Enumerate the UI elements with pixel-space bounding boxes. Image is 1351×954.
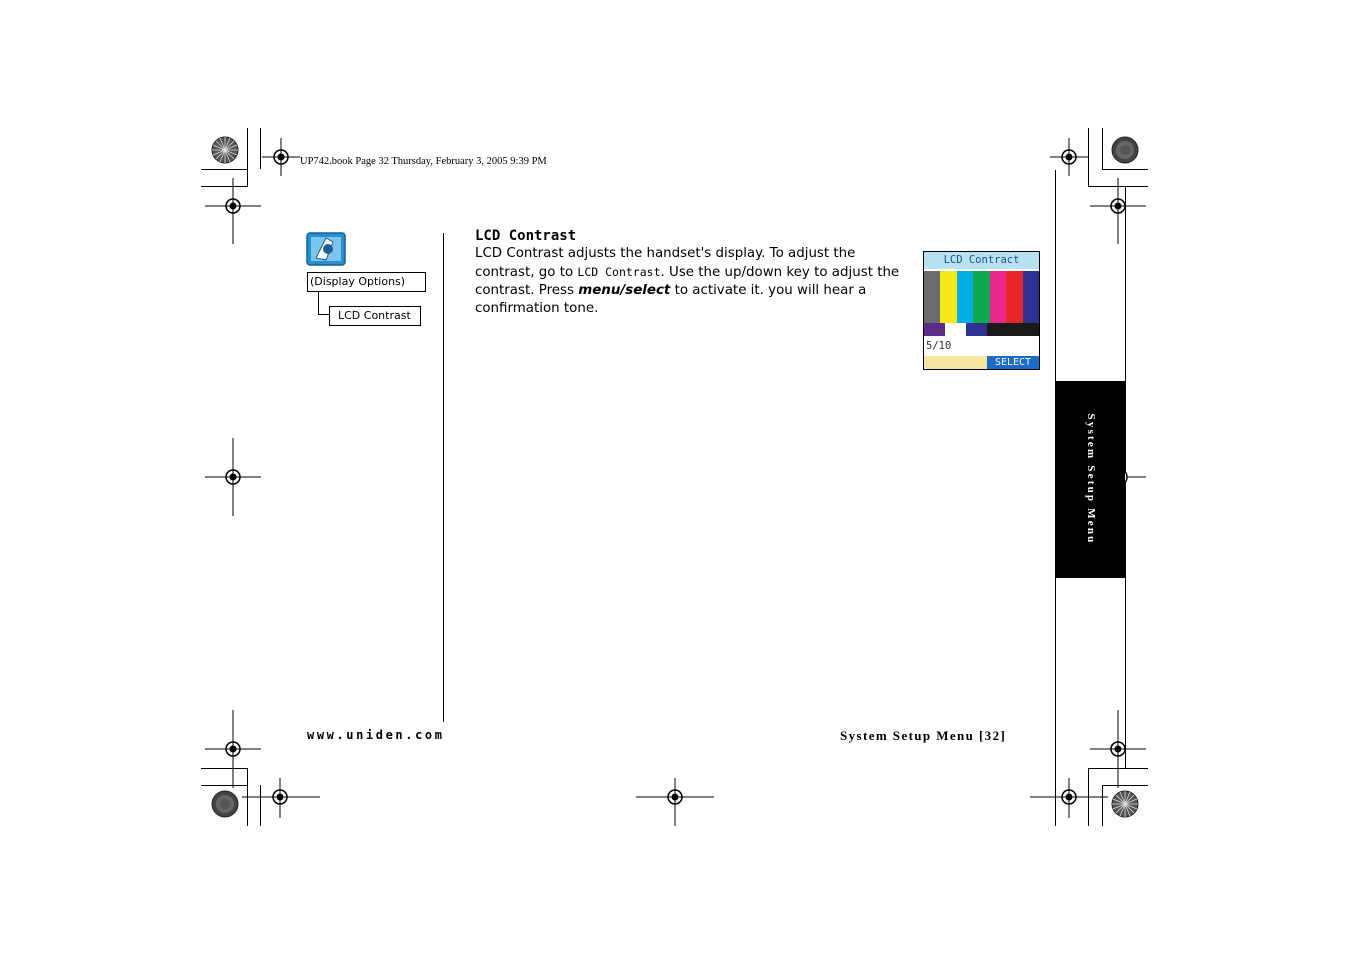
starburst-mark-icon bbox=[1111, 790, 1139, 818]
lcd-screen-title: LCD Contract bbox=[924, 252, 1039, 269]
lcd-select-softkey: SELECT bbox=[987, 356, 1039, 369]
section-title: LCD Contrast bbox=[475, 228, 577, 244]
lcd-color-bars bbox=[924, 271, 1039, 323]
starburst-mark-icon bbox=[1111, 136, 1139, 164]
lcd-color-bar bbox=[924, 271, 941, 323]
display-options-icon bbox=[306, 232, 346, 266]
lcd-color-bar bbox=[973, 271, 990, 323]
registration-target-icon bbox=[1030, 778, 1108, 818]
registration-target-icon bbox=[242, 778, 320, 818]
key-name: menu/select bbox=[578, 283, 671, 298]
lcd-softkey-blank bbox=[924, 356, 987, 369]
footer-website: www.uniden.com bbox=[307, 728, 445, 742]
menu-item-name: LCD Contrast bbox=[577, 265, 661, 279]
body-text-part: to activate it. you will hear a confirma… bbox=[475, 283, 867, 316]
registration-target-icon bbox=[636, 778, 714, 826]
lcd-color-bar bbox=[940, 271, 957, 323]
lcd-lower-bar bbox=[945, 323, 966, 336]
registration-target-icon bbox=[262, 138, 300, 176]
registration-target-icon bbox=[1090, 178, 1146, 244]
lcd-lower-bar bbox=[987, 323, 1039, 336]
registration-target-icon bbox=[205, 438, 261, 516]
registration-target-icon bbox=[1050, 138, 1088, 176]
body-text-part: LCD Contrast adjusts the handset's displ… bbox=[475, 246, 856, 280]
lcd-lower-bar bbox=[966, 323, 987, 336]
side-tab-label: System Setup Menu bbox=[1085, 413, 1097, 545]
side-section-tab: System Setup Menu bbox=[1056, 381, 1125, 578]
print-info-header: UP742.book Page 32 Thursday, February 3,… bbox=[300, 156, 547, 167]
starburst-mark-icon bbox=[211, 136, 239, 164]
registration-target-icon bbox=[205, 178, 261, 244]
lcd-lower-bars bbox=[924, 323, 1039, 336]
body-text-part: . Use the up/down key to adjust the cont… bbox=[475, 265, 900, 298]
section-body: LCD Contrast adjusts the handset's displ… bbox=[475, 245, 913, 318]
menu-path-connector bbox=[318, 292, 319, 315]
lcd-color-bar bbox=[1022, 271, 1039, 323]
menu-path-child: LCD Contrast bbox=[329, 306, 421, 326]
registration-target-icon bbox=[1090, 710, 1146, 788]
lcd-color-bar bbox=[989, 271, 1007, 323]
lcd-color-bar bbox=[956, 271, 974, 323]
lcd-screen-illustration: LCD Contract 5/10 SELECT bbox=[923, 251, 1040, 370]
column-divider bbox=[443, 233, 444, 722]
registration-target-icon bbox=[205, 710, 261, 788]
lcd-lower-bar bbox=[924, 323, 945, 336]
menu-path-connector bbox=[318, 314, 329, 315]
footer-section-page: System Setup Menu [32] bbox=[840, 728, 1007, 743]
lcd-contrast-value: 5/10 bbox=[926, 340, 952, 352]
starburst-mark-icon bbox=[211, 790, 239, 818]
lcd-color-bar bbox=[1006, 271, 1023, 323]
menu-path-parent: (Display Options) bbox=[307, 272, 426, 292]
